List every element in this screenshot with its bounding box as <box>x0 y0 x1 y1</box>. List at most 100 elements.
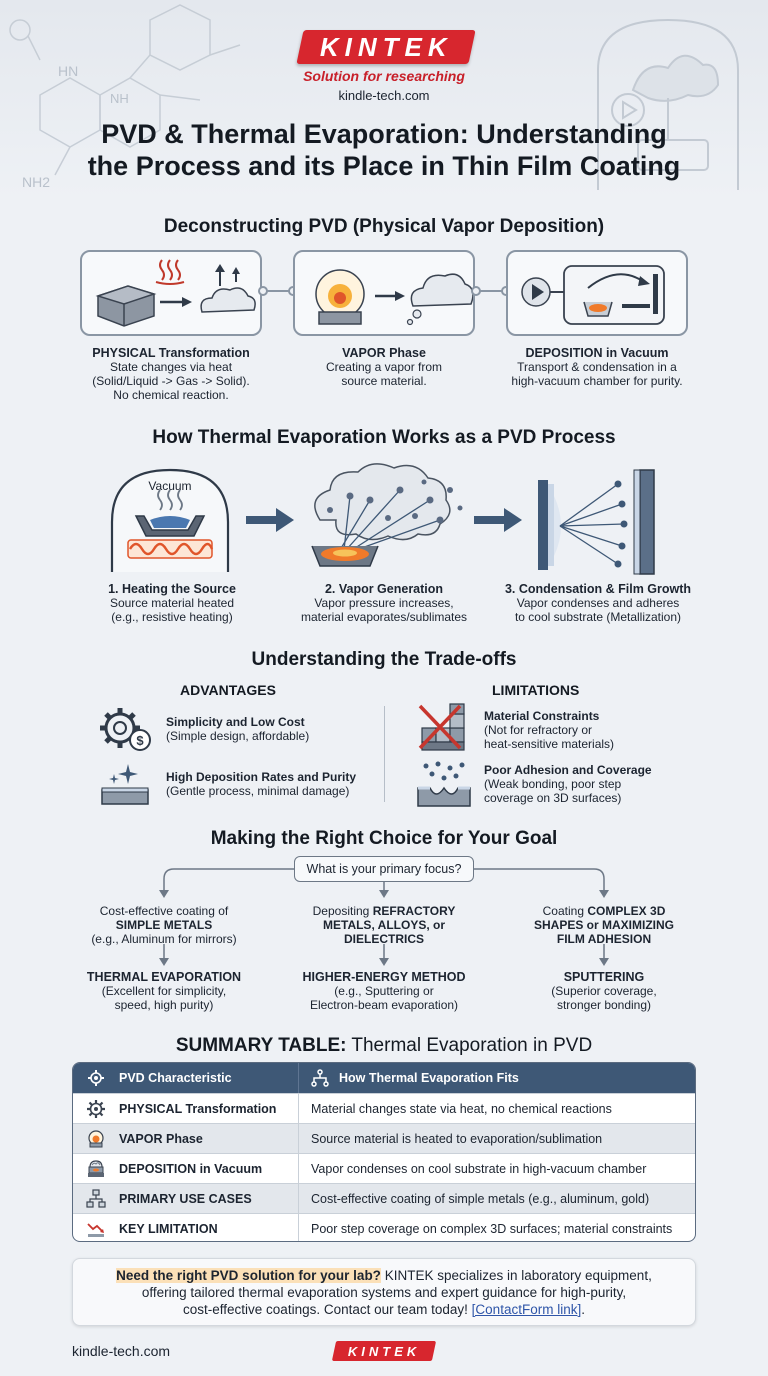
row3-fit: Vapor condenses on cool substrate in hig… <box>311 1161 647 1176</box>
pvd-physical-title: PHYSICAL Transformation <box>92 346 250 360</box>
thermal-step1-line2: (e.g., resistive heating) <box>111 610 233 624</box>
result3-line2: stronger bonding) <box>556 998 652 1012</box>
choice-option-simple-metals: Cost-effective coating of SIMPLE METALS … <box>64 904 264 946</box>
table-col2-header: How Thermal Evaporation Fits <box>339 1071 519 1085</box>
result-higher-energy: HIGHER-ENERGY METHOD (e.g., Sputtering o… <box>274 970 494 1012</box>
advantages-heading: ADVANTAGES <box>180 682 276 698</box>
header: HN NH NH2 KINTEK Solution for researchin… <box>0 0 768 200</box>
choice-option-complex-3d: Coating COMPLEX 3D SHAPES or MAXIMIZING … <box>504 904 704 946</box>
sparkle-coating-icon <box>101 764 149 805</box>
pvd-vapor-box <box>293 250 475 336</box>
footer-site-url[interactable]: kindle-tech.com <box>72 1343 171 1359</box>
gear-cost-icon: $ <box>100 708 151 751</box>
limitation-adhesion-title: Poor Adhesion and Coverage <box>484 763 652 777</box>
choice1-line1: Cost-effective coating of <box>99 904 229 918</box>
lab-equipment-decoration-icon <box>597 18 739 190</box>
table-row: PRIMARY USE CASES Cost-effective coating… <box>73 1183 695 1213</box>
site-url-top: kindle-tech.com <box>338 88 430 103</box>
result2-title: HIGHER-ENERGY METHOD <box>302 970 466 984</box>
advantage-deposition-title: High Deposition Rates and Purity <box>166 770 357 784</box>
condensation-substrate-icon <box>538 469 655 575</box>
primary-focus-box: What is your primary focus? <box>294 856 474 882</box>
choice3-line1: Coating <box>542 904 584 918</box>
tradeoffs-divider <box>384 706 385 802</box>
row4-characteristic: PRIMARY USE CASES <box>119 1191 252 1206</box>
table-row: DEPOSITION in Vacuum Vapor condenses on … <box>73 1153 695 1183</box>
choice2-bold2: METALS, ALLOYS, or <box>323 918 445 932</box>
result-thermal-evaporation: THERMAL EVAPORATION (Excellent for simpl… <box>54 970 274 1012</box>
limitation-material-line1: (Not for refractory or <box>484 723 593 737</box>
choice3-bold3: FILM ADHESION <box>556 932 652 946</box>
thermal-step3-title: 3. Condensation & Film Growth <box>504 582 692 596</box>
thermal-step1-title: 1. Heating the Source <box>108 582 236 596</box>
choice2-bold3: DIELECTRICS <box>343 932 424 946</box>
pvd-connector-1 <box>262 290 294 292</box>
row2-characteristic: VAPOR Phase <box>119 1131 203 1146</box>
pvd-connector-dot <box>471 286 481 296</box>
cta-box: Need the right PVD solution for your lab… <box>72 1258 696 1326</box>
molecule-label-hn: HN <box>58 63 78 79</box>
molecule-label-nh: NH <box>110 91 129 106</box>
choice1-line3: (e.g., Aluminum for mirrors) <box>91 932 237 946</box>
row5-fit: Poor step coverage on complex 3D surface… <box>311 1221 673 1236</box>
table-row: PHYSICAL Transformation Material changes… <box>73 1093 695 1123</box>
pvd-physical-line1: State changes via heat <box>109 360 233 374</box>
result3-line1: (Superior coverage, <box>551 984 657 998</box>
tradeoffs-section-title: Understanding the Trade-offs <box>251 649 517 670</box>
cta-highlight: Need the right PVD solution for your lab… <box>116 1268 381 1283</box>
pvd-deposition-line1: Transport & condensation in a <box>517 360 677 374</box>
result2-line1: (e.g., Sputtering or <box>334 984 434 998</box>
result2-line2: Electron-beam evaporation) <box>309 998 459 1012</box>
table-col1-header: PVD Characteristic <box>119 1071 232 1085</box>
vacuum-label: Vacuum <box>148 479 191 493</box>
solid-to-gas-icon <box>95 259 256 327</box>
pvd-physical-line3: No chemical reaction. <box>113 388 229 402</box>
hierarchy-icon <box>311 1069 329 1087</box>
arrow-right-icon <box>246 508 294 532</box>
row1-fit: Material changes state via heat, no chem… <box>311 1101 612 1116</box>
vacuum-chamber-icon <box>521 265 665 325</box>
thermal-step3-line1: Vapor condenses and adheres <box>516 596 680 610</box>
limitation-material-title: Material Constraints <box>484 709 600 723</box>
page-title-line1: PVD & Thermal Evaporation: Understanding <box>101 119 667 149</box>
table-row: VAPOR Phase Source material is heated to… <box>73 1123 695 1153</box>
choice3-bold1: COMPLEX 3D <box>587 904 666 918</box>
arrow-right-icon <box>474 508 522 532</box>
choice2-line1: Depositing <box>312 904 370 918</box>
thermal-section-title: How Thermal Evaporation Works as a PVD P… <box>152 427 616 448</box>
result-sputtering: SPUTTERING (Superior coverage, stronger … <box>494 970 714 1012</box>
advantage-deposition-desc: (Gentle process, minimal damage) <box>166 784 350 798</box>
logo-text: KINTEK <box>319 31 453 62</box>
advantage-simplicity: Simplicity and Low Cost (Simple design, … <box>166 715 309 743</box>
pvd-vapor-caption: VAPOR Phase Creating a vapor from source… <box>283 346 485 388</box>
chamber-icon <box>73 1159 119 1179</box>
heating-source-icon: Vacuum <box>110 468 230 572</box>
cta-text1: KINTEK specializes in laboratory equipme… <box>380 1268 652 1283</box>
thermal-step1-line1: Source material heated <box>109 596 235 610</box>
limitations-heading: LIMITATIONS <box>492 682 580 698</box>
table-row: KEY LIMITATION Poor step coverage on com… <box>73 1213 695 1241</box>
row1-characteristic: PHYSICAL Transformation <box>119 1101 277 1116</box>
molecule-decoration-icon: HN NH NH2 <box>9 4 241 190</box>
tagline: Solution for researching <box>303 68 465 84</box>
choice-section-title: Making the Right Choice for Your Goal <box>210 828 558 849</box>
pvd-vapor-line1: Creating a vapor from <box>325 360 443 374</box>
thermal-step2-line1: Vapor pressure increases, <box>314 596 454 610</box>
summary-title-rest: Thermal Evaporation in PVD <box>346 1035 593 1056</box>
limitation-adhesion-line2: coverage on 3D surfaces) <box>484 791 622 805</box>
poor-coverage-icon <box>417 761 471 807</box>
pvd-connector-dot <box>258 286 268 296</box>
limitation-adhesion: Poor Adhesion and Coverage (Weak bonding… <box>484 763 652 805</box>
result1-line2: speed, high purity) <box>114 998 214 1012</box>
footer-kintek-logo: KINTEK <box>331 1341 437 1361</box>
choice3-bold2: SHAPES or MAXIMIZING <box>533 918 674 932</box>
advantage-simplicity-desc: (Simple design, affordable) <box>166 729 310 743</box>
vapor-generation-cloud-icon <box>311 463 463 567</box>
summary-title-bold: SUMMARY TABLE: <box>175 1035 347 1056</box>
footer-logo-text: KINTEK <box>347 1343 421 1359</box>
contact-form-link[interactable]: [ContactForm link] <box>471 1302 582 1317</box>
cta-end: . <box>581 1302 585 1317</box>
vapor-generation-icon <box>315 269 474 326</box>
trend-down-icon <box>73 1219 119 1239</box>
thermal-step2-line2: material evaporates/sublimates <box>300 610 468 624</box>
